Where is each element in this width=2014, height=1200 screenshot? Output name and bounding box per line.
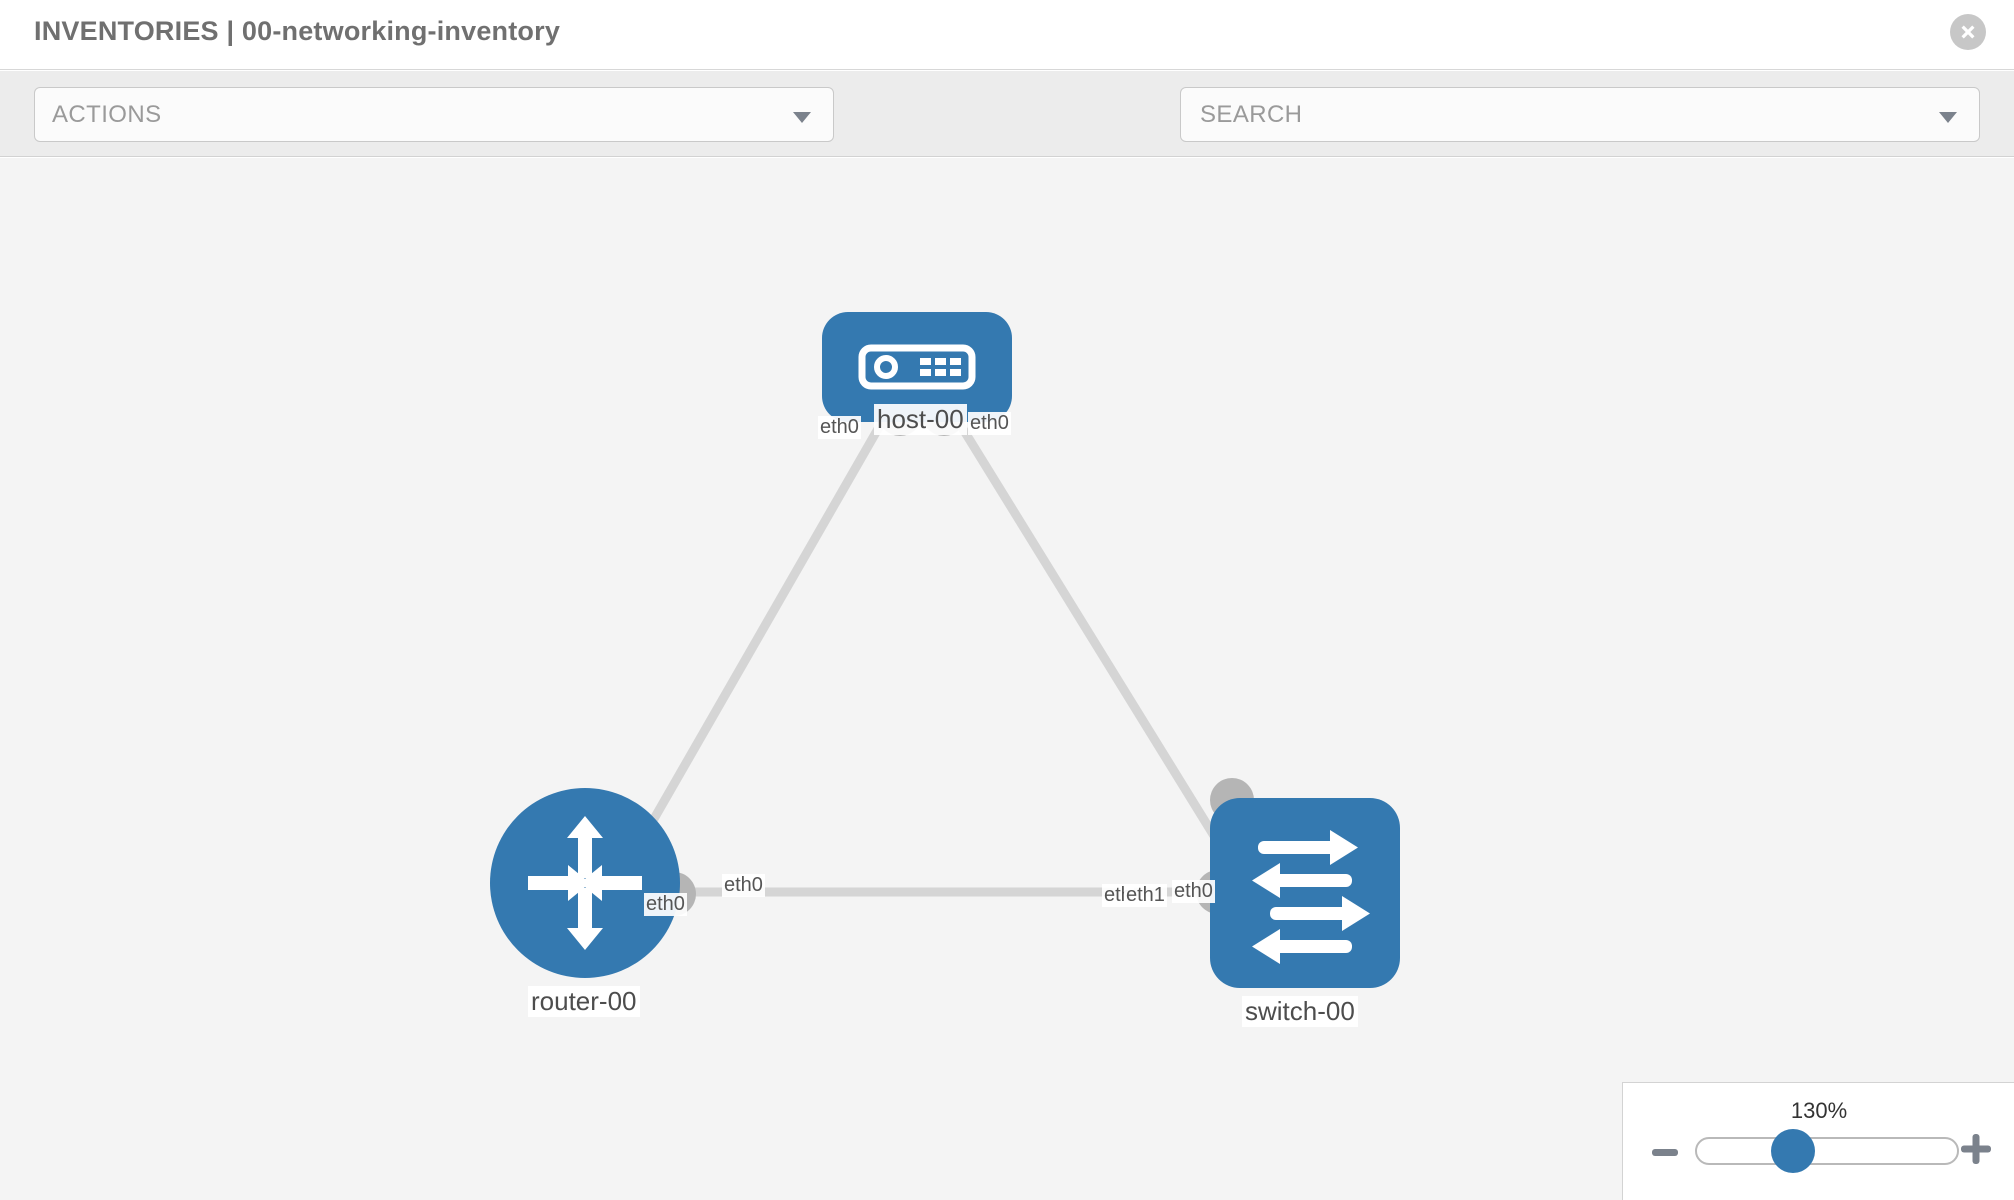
actions-dropdown-label: ACTIONS [52,101,162,128]
edge-label-router-up: eth0 [644,893,687,916]
zoom-level-value: 130% [1790,1098,1848,1123]
zoom-slider-track[interactable] [1695,1137,1959,1165]
toolbar: ACTIONS [0,71,2014,209]
zoom-slider-handle[interactable] [1771,1129,1815,1173]
zoom-control-panel: 130% [1622,1082,2014,1200]
close-icon[interactable] [1950,14,1986,50]
host-node-shape [822,312,1012,422]
router-icon [528,816,642,950]
link-host-router [616,405,894,881]
node-label-switch-00: switch-00 [1242,996,1358,1027]
edge-label-router-right: eth0 [722,874,765,897]
node-label-host-00: host-00 [874,404,967,435]
router-node-shape [490,788,680,978]
zoom-in-button[interactable] [1960,1133,1992,1165]
edge-label-host-right: eth0 [968,412,1011,435]
node-router-00[interactable]: router-00 eth0 [490,788,765,1038]
chevron-down-icon [793,112,811,123]
server-icon [858,344,976,390]
zoom-out-button[interactable] [1651,1139,1679,1167]
node-label-router-00: router-00 [528,986,640,1017]
node-host-00[interactable]: host-00 eth0 eth0 [818,312,1012,522]
page-header: INVENTORIES | 00-networking-inventory [0,0,2014,70]
edge-label-switch-up: eth0 [1172,880,1215,903]
switch-icon [1252,830,1370,964]
actions-dropdown[interactable]: ACTIONS [34,87,834,142]
search-input[interactable] [1198,88,1918,141]
topology-canvas[interactable]: host-00 eth0 eth0 [0,158,2014,1200]
link-host-switch [946,405,1244,881]
search-field[interactable] [1180,87,1980,142]
edge-label-switch-left-front: eth1 [1124,884,1167,907]
node-switch-00[interactable]: switch-00 eth eth1 [1102,778,1440,1048]
page-title: INVENTORIES | 00-networking-inventory [34,16,561,46]
switch-node-shape [1210,798,1400,988]
edge-label-host-left: eth0 [818,416,861,439]
chevron-down-icon[interactable] [1939,112,1957,123]
